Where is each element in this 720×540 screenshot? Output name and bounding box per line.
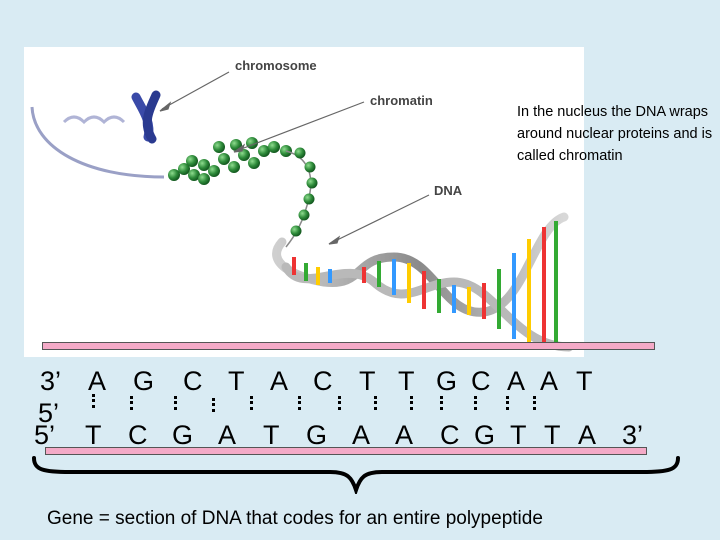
top-base: T <box>576 366 593 396</box>
gene-definition: Gene = section of DNA that codes for an … <box>47 508 543 529</box>
illustration-svg: chromosome chromatin DNA <box>30 58 574 352</box>
bottom-base: A <box>352 420 371 450</box>
bottom-strand-end-3prime: 3’ <box>622 420 644 450</box>
bond-tick <box>440 396 446 410</box>
dna-chromatin-illustration: chromosome chromatin DNA <box>24 47 584 357</box>
top-base: T <box>359 366 376 396</box>
bond-tick <box>174 396 180 410</box>
top-base: C <box>313 366 333 396</box>
bottom-base: A <box>578 420 597 450</box>
bottom-strand-bar <box>45 447 647 455</box>
bottom-base: G <box>172 420 194 450</box>
chromatin-caption: In the nucleus the DNA wraps around nucl… <box>517 104 713 164</box>
bottom-base: C <box>128 420 148 450</box>
nucleosome-cluster <box>168 137 292 185</box>
bond-tick <box>506 396 512 410</box>
bottom-base: T <box>510 420 527 450</box>
bottom-base: G <box>306 420 328 450</box>
bottom-strand-end-5prime: 5’ <box>34 420 56 450</box>
top-strand-bar <box>42 342 655 350</box>
top-base: A <box>88 366 107 396</box>
top-base: A <box>540 366 559 396</box>
bond-tick <box>474 396 480 410</box>
label-dna: DNA <box>434 183 463 198</box>
gene-brace <box>32 456 680 494</box>
bottom-base: A <box>218 420 237 450</box>
top-base: G <box>133 366 155 396</box>
bond-tick <box>92 394 98 408</box>
dna-helix <box>272 212 574 352</box>
label-chromosome: chromosome <box>235 58 317 73</box>
pointer-arrows <box>159 71 430 245</box>
bead-string <box>290 147 318 237</box>
bond-tick <box>410 396 416 410</box>
bond-tick <box>250 396 256 410</box>
bond-tick <box>338 396 344 410</box>
top-base: G <box>436 366 458 396</box>
bottom-base: A <box>395 420 414 450</box>
bond-tick <box>130 396 136 410</box>
bond-tick <box>374 396 380 410</box>
top-base: C <box>183 366 203 396</box>
bottom-base: G <box>474 420 496 450</box>
bottom-base: T <box>263 420 280 450</box>
chromosome-shape <box>131 90 161 144</box>
top-base: A <box>507 366 526 396</box>
top-base: T <box>398 366 415 396</box>
bond-tick <box>533 396 539 410</box>
fiber-loops <box>62 115 126 125</box>
bottom-base: T <box>85 420 102 450</box>
top-base: T <box>228 366 245 396</box>
bond-tick <box>212 398 218 412</box>
top-strand-end-3prime: 3’ <box>40 366 62 396</box>
top-strand-end-5prime: 5’ <box>38 398 60 428</box>
bottom-base: C <box>440 420 460 450</box>
bond-tick <box>298 396 304 410</box>
fiber-tail <box>30 106 165 179</box>
top-base: A <box>270 366 289 396</box>
label-chromatin: chromatin <box>370 93 433 108</box>
top-base: C <box>471 366 491 396</box>
bottom-base: T <box>544 420 561 450</box>
